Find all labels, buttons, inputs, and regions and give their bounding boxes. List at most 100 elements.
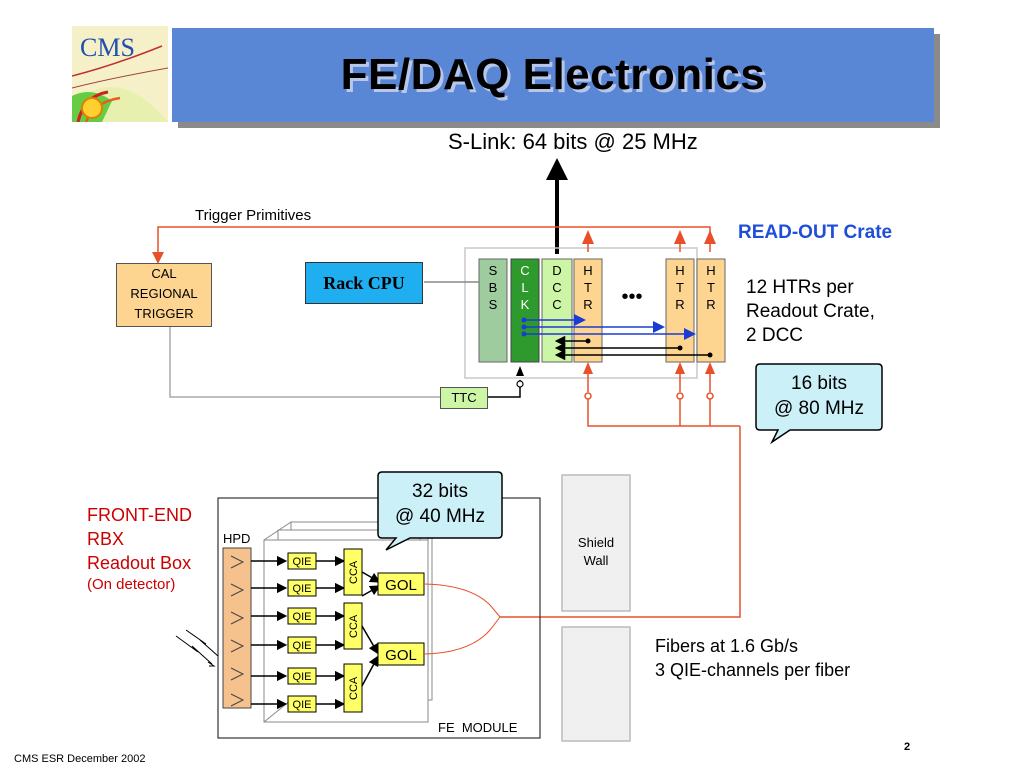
module-labels: S B S C L K D C C H T R H T R H T R ••• [489,263,716,312]
cca-label: CCA [348,560,360,584]
logo-text: CMS [80,33,135,62]
hpd-block [222,547,252,709]
qie-chips [287,552,317,713]
trigger-primitives-label: Trigger Primitives [195,207,312,224]
cca-label: CCA [348,614,360,638]
clk-module [510,258,540,363]
callout-16-line1: 16 bits [791,373,847,394]
callout-16-text: 16 bits @ 80 MHz [756,371,882,421]
htr-letter: H [706,263,715,278]
htr-letter: T [707,280,715,295]
cca-to-gol-lines [361,571,381,687]
callout-32-line2: @ 40 MHz [394,506,486,527]
qie-label: QIE [293,611,312,623]
callout-16-shape [755,363,883,445]
htr-letter: R [675,297,684,312]
htr-note: 12 HTRs per Readout Crate, 2 DCC [746,276,875,348]
cal-line: REGIONAL [130,286,198,301]
ttc-label: TTC [451,390,477,405]
cca-chips [343,548,363,713]
shield-wall-line1: Shield [577,535,615,550]
footer-text: CMS ESR December 2002 [14,753,146,765]
front-end-line3: Readout Box [87,553,192,573]
fe-module-label: FE MODULE [438,720,518,735]
gol-label: GOL [385,577,417,594]
cal-line: TRIGGER [134,306,194,321]
htr-data-dots [585,338,713,358]
clk-letter: K [521,297,530,312]
cal-regional-trigger-box: CAL REGIONAL TRIGGER [116,263,212,327]
callout-16-line2: @ 80 MHz [773,398,865,419]
htr-letter: H [583,263,592,278]
fibers-line1: Fibers at 1.6 Gb/s [655,636,799,656]
front-end-line2: RBX [87,529,125,549]
clock-dots [521,317,527,337]
sbs-letter: B [489,280,498,295]
gol-label: GOL [385,647,417,664]
gol-chips [377,572,425,666]
cca-labels: CCA CCA CCA [348,560,360,700]
rack-cpu-label: Rack CPU [323,272,405,293]
sbs-module [478,258,508,363]
crate-ellipsis: ••• [621,286,642,308]
htr-note-line2: Readout Crate, [746,301,875,322]
htr-module-1 [573,258,603,363]
htr-bottom-inputs [500,370,741,618]
qie-labels: QIE QIE QIE QIE QIE QIE [293,556,312,711]
callout-32-text: 32 bits @ 40 MHz [378,479,502,529]
htr-letter: H [675,263,684,278]
fibers-label: Fibers at 1.6 Gb/s 3 QIE-channels per fi… [655,634,850,682]
shield-wall-lower [561,626,631,742]
htr-module-2 [665,258,695,363]
ttc-connector [516,380,524,388]
front-end-label: FRONT-END RBX Readout Box (On detector) [87,503,192,595]
clock-distribution-lines [524,314,696,340]
gol-fiber-curves [423,583,501,655]
fibers-line2: 3 QIE-channels per fiber [655,660,851,680]
htr-note-line3: 2 DCC [746,325,804,346]
htr-module-3 [696,258,726,363]
dcc-letter: C [552,297,561,312]
cal-line: CAL [151,266,177,281]
qie-to-cca-lines [316,555,346,710]
htr-to-dcc-lines [554,335,710,361]
dcc-letter: D [552,263,561,278]
cal-to-ttc-line [169,325,440,398]
cms-logo: CMS [72,26,168,122]
dcc-module [541,258,573,363]
hpd-label: HPD [223,531,251,546]
htr-letter: T [676,280,684,295]
qie-label: QIE [293,556,312,568]
qie-label: QIE [293,671,312,683]
slink-arrow [546,158,568,254]
sbs-letter: S [489,263,498,278]
qie-label: QIE [293,583,312,595]
page-title: FE/DAQ Electronics [340,50,766,99]
clk-letter: L [521,280,528,295]
htr-letter: T [584,280,592,295]
gol-labels: GOL GOL [385,577,417,664]
callout-32-line1: 32 bits [412,481,468,502]
crate-modules [478,258,726,363]
cca-chip-3 [343,663,363,713]
shield-wall-line2: Wall [583,553,609,568]
qie-label: QIE [293,640,312,652]
slink-label: S-Link: 64 bits @ 25 MHz [448,129,698,154]
light-input-arrows [175,629,219,667]
page-number: 2 [904,741,911,753]
hpd-to-qie-lines [251,555,288,710]
dcc-letter: C [552,280,561,295]
clk-letter: C [520,263,529,278]
htr-letter: R [706,297,715,312]
trigger-primitives-line [152,226,711,264]
htr-note-line1: 12 HTRs per [746,277,854,298]
hpd-diode-marks [230,555,245,707]
callout-32-shape [377,471,503,551]
readout-crate-label: READ-OUT Crate [738,222,893,243]
rack-cpu-box: Rack CPU [305,262,423,304]
front-end-line4: (On detector) [87,576,176,593]
shield-wall-label: Shield Wall [562,534,630,570]
htr-top-arrows [582,230,716,252]
